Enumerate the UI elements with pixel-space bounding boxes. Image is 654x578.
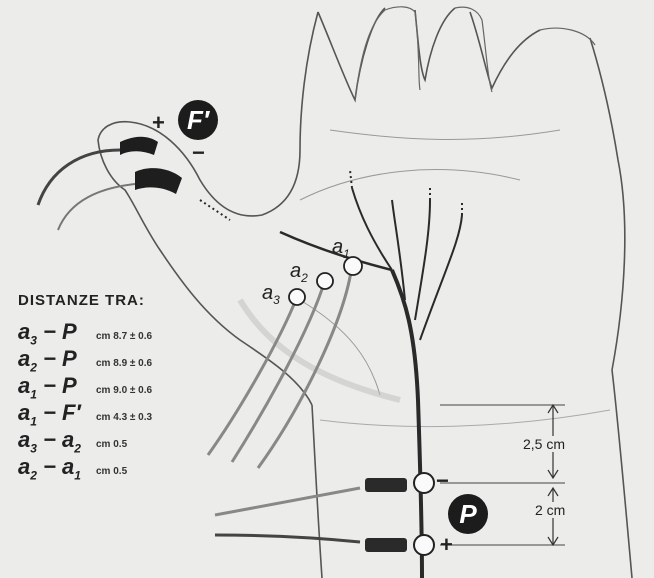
- ring-electrode-distal: [120, 137, 158, 155]
- legend-value: cm 4.3 ± 0.3: [96, 412, 152, 423]
- wrist-connector-upper: [365, 478, 407, 492]
- median-nerve-trunk: [392, 270, 422, 578]
- finger-outline: [540, 28, 595, 45]
- nerve-branch: [420, 215, 462, 340]
- legend-title: DISTANZE TRA:: [18, 292, 228, 309]
- legend-pair: a2 − a1: [18, 454, 96, 482]
- legend-value: cm 0.5: [96, 439, 127, 450]
- legend-pair: a3 − P: [18, 319, 96, 347]
- legend-pair: a1 − P: [18, 373, 96, 401]
- legend-value: cm 8.7 ± 0.6: [96, 331, 152, 342]
- stimulus-badge-F-prime: F′: [178, 100, 218, 140]
- wrist-wire-upper: [215, 488, 360, 515]
- nerve-branch-dotted: [350, 170, 352, 188]
- electrode-label-a3: a3: [262, 282, 280, 307]
- wrist-left-edge: [312, 405, 322, 578]
- electrode-a2: [317, 273, 333, 289]
- legend-pair: a3 − a2: [18, 427, 96, 455]
- dimension-label-lower: 2 cm: [534, 502, 566, 518]
- wrist-connector-lower: [365, 538, 407, 552]
- nerve-branch-dotted: [200, 200, 230, 220]
- finger-outline: [455, 7, 492, 92]
- ring-electrode-proximal: [135, 168, 182, 194]
- wrist-wire-lower: [215, 535, 360, 542]
- palm-crease: [300, 170, 520, 200]
- ring-wire: [38, 150, 120, 205]
- electrode-label-a1: a1: [332, 236, 350, 261]
- wrist-right-edge: [612, 370, 632, 578]
- thenar-shading: [240, 300, 400, 400]
- nerve-branch: [415, 200, 430, 320]
- plus-sign-F: +: [152, 110, 165, 136]
- legend-pair: a2 − P: [18, 346, 96, 374]
- minus-sign-F: −: [192, 140, 205, 166]
- legend-value: cm 8.9 ± 0.6: [96, 358, 152, 369]
- legend-row: a1 − F′cm 4.3 ± 0.3: [18, 400, 228, 427]
- wrist-crease: [320, 410, 610, 427]
- electrode-label-a2: a2: [290, 260, 308, 285]
- palm-crease: [330, 130, 560, 139]
- ring-wire: [58, 184, 135, 230]
- wrist-electrode-upper: [414, 473, 434, 493]
- legend-value: cm 9.0 ± 0.6: [96, 385, 152, 396]
- minus-sign-P: −: [436, 468, 449, 494]
- stimulus-badge-P: P: [448, 494, 488, 534]
- legend-value: cm 0.5: [96, 466, 127, 477]
- dimension-label-upper: 2,5 cm: [522, 436, 566, 452]
- plus-sign-P: +: [440, 532, 453, 558]
- electrode-a3: [289, 289, 305, 305]
- wrist-electrode-lower: [414, 535, 434, 555]
- legend-pair: a1 − F′: [18, 400, 96, 428]
